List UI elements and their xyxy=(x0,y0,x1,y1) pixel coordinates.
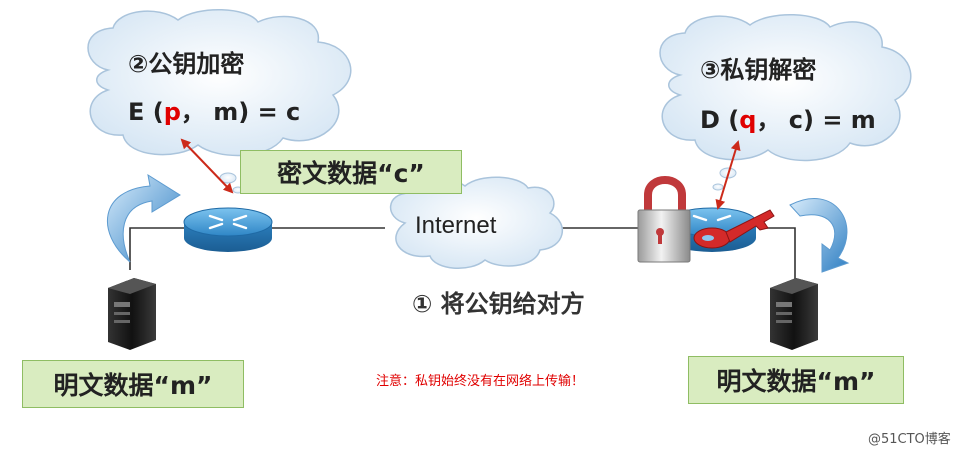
router-left-icon xyxy=(184,208,272,252)
private-key-symbol: q xyxy=(739,106,756,134)
encrypt-formula-prefix: E ( xyxy=(128,98,164,126)
step1-label: ① 将公钥给对方 xyxy=(412,284,585,319)
encrypt-formula-rest: ， m) = c xyxy=(181,98,300,126)
decrypt-title: ③私钥解密 xyxy=(700,50,816,85)
server-left-icon xyxy=(108,278,156,350)
right-curve-arrow xyxy=(790,199,848,272)
link-left-server xyxy=(130,228,185,270)
watermark: @51CTO博客 xyxy=(868,428,951,447)
decrypt-formula-prefix: D ( xyxy=(700,106,739,134)
encrypt-title: ②公钥加密 xyxy=(128,44,244,79)
server-right-icon xyxy=(770,278,818,350)
link-right-server xyxy=(760,228,795,280)
internet-label: Internet xyxy=(415,212,496,240)
decrypt-formula-rest: ， c) = m xyxy=(756,106,875,134)
plaintext-left-label: 明文数据“m” xyxy=(22,360,244,408)
left-curve-arrow xyxy=(107,175,180,262)
decrypt-formula: D (q， c) = m xyxy=(700,100,876,135)
note-text: 注意：私钥始终没有在网络上传输！ xyxy=(376,370,584,389)
padlock-icon xyxy=(638,180,690,262)
public-key-symbol: p xyxy=(164,98,181,126)
encrypt-formula: E (p， m) = c xyxy=(128,92,300,127)
plaintext-right-label: 明文数据“m” xyxy=(688,356,904,404)
ciphertext-label: 密文数据“c” xyxy=(240,150,462,194)
